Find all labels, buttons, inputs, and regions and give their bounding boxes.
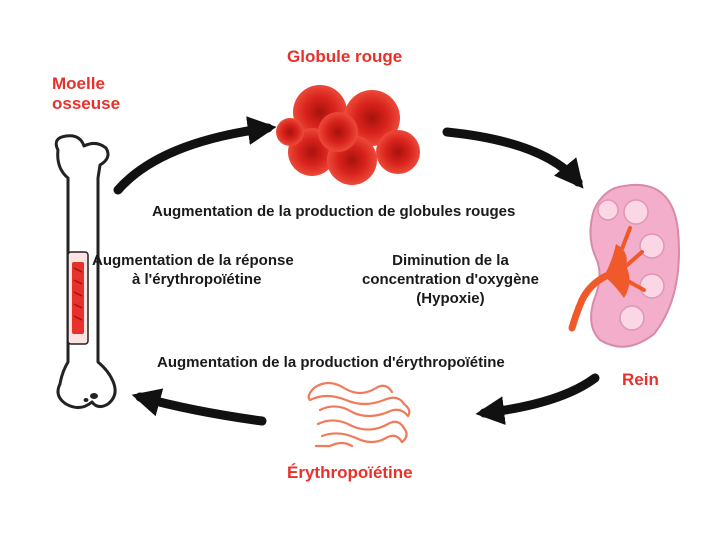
label-oxygen-decrease: Diminution de la concentration d'oxygène… [362, 251, 539, 308]
title-bone-marrow-line1: Moelle [52, 74, 105, 93]
kidney-icon [568, 184, 680, 348]
arrow-epo-to-bone [131, 388, 267, 426]
red-blood-cells-icon [276, 85, 420, 185]
label-increase-rbc-production: Augmentation de la production de globule… [152, 203, 516, 220]
title-bone-marrow: Moelle osseuse [52, 74, 120, 114]
label-increase-epo-response: Augmentation de la réponse à l'érythropo… [92, 251, 294, 289]
label-oxygen-decrease-line1: Diminution de la [392, 252, 509, 269]
label-increase-epo-response-line1: Augmentation de la réponse [92, 252, 294, 269]
label-oxygen-decrease-line3: (Hypoxie) [416, 290, 485, 307]
title-red-blood-cell: Globule rouge [287, 47, 403, 66]
label-oxygen-decrease-line2: concentration d'oxygène [362, 271, 539, 288]
title-bone-marrow-line2: osseuse [52, 94, 121, 113]
title-erythropoietin: Érythropoïétine [287, 463, 413, 482]
arrow-kidney-to-epo [475, 373, 600, 425]
erythropoietin-icon [307, 381, 411, 448]
label-increase-epo-production: Augmentation de la production d'érythrop… [157, 354, 505, 371]
arrow-bone-to-rbc [113, 116, 277, 195]
bone-icon [54, 134, 117, 409]
arrow-rbc-to-kidney [442, 127, 584, 189]
title-kidney: Rein [622, 370, 659, 389]
label-increase-epo-response-line2: à l'érythropoïétine [132, 271, 262, 288]
